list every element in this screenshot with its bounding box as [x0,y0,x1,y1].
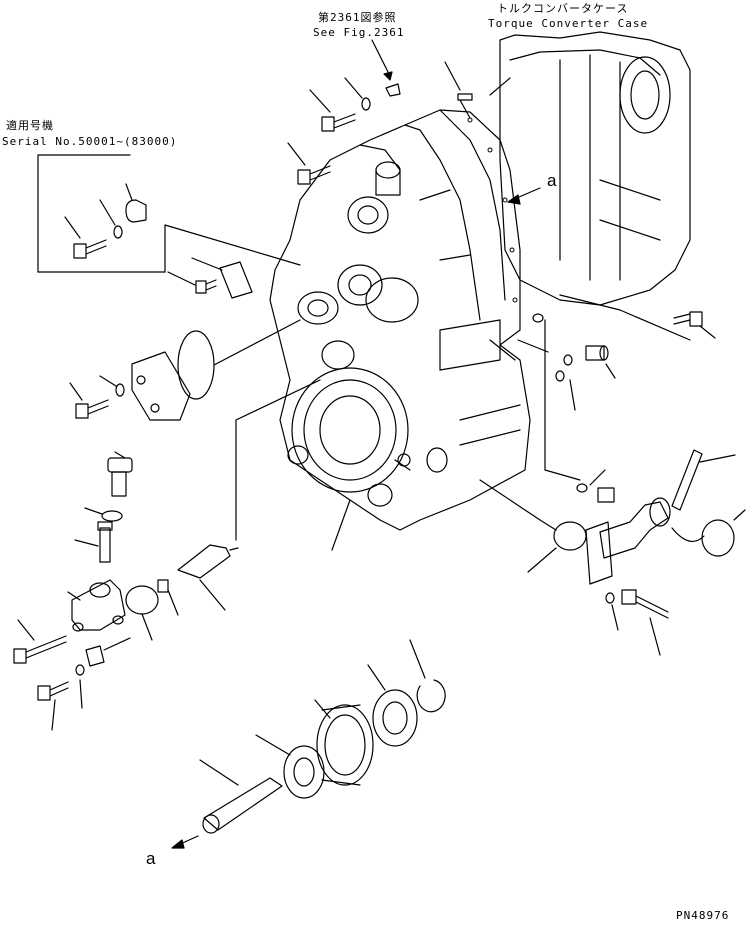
snap-ring [410,640,445,712]
plug [158,580,178,615]
clip-small [386,84,400,96]
oring-small [85,508,122,521]
serial-clip [126,184,146,222]
dowel-pin [445,62,472,100]
right-bolt-top [560,295,715,340]
gear [315,700,373,785]
filler-pipe [586,498,670,584]
arrow-a-top [508,188,540,204]
pipe-bolt [622,590,668,655]
dipstick [672,450,735,510]
bracket-spacer [86,638,130,666]
part-number-label: PN48976 [676,909,730,922]
bracket-washer [76,665,84,708]
transmission-case [270,100,530,530]
cover-gasket [178,320,300,399]
serial-washer [100,200,122,238]
fig-ref-jp-label: 第2361図参照 [318,11,397,24]
bearing-2 [368,665,417,746]
filler-cap [672,510,745,556]
top-bolt-2 [288,143,330,184]
fig-ref-en-label: See Fig.2361 [313,26,405,39]
top-washer-1 [345,78,370,110]
marker-a-bottom: a [146,849,156,868]
case-en-label: Torque Converter Case [488,17,649,30]
drain-plug [577,470,614,502]
arrow-a-bottom [172,836,198,848]
long-bolt [75,522,112,562]
fitting-elbow [108,452,132,496]
breather-plug [586,346,615,378]
bracket-bolt-1 [14,620,66,663]
plate-bolt [70,383,108,418]
bracket-bolt-2 [38,682,68,730]
marker-a-top: a [547,171,557,190]
serial-en-label: Serial No.50001~(83000) [2,135,178,148]
fig-ref-arrow [372,40,392,80]
shaft-pin [178,380,320,610]
serial-bolt [65,217,106,258]
serial-jp-label: 適用号機 [6,119,54,132]
plate-washer [100,376,124,396]
filter-bracket [68,580,125,631]
small-oring-right [545,320,580,480]
pipe-washer [606,593,618,630]
oring-large [126,586,158,640]
pipe-gasket [480,480,586,572]
serial-applicability-box [38,155,300,272]
pin-right [518,314,548,352]
cover-plate-large [132,352,190,420]
case-jp-label: トルクコンバータケース [497,2,629,15]
cover-bolt [168,272,216,293]
bearing-1 [256,735,324,798]
cover-plate-small [192,258,252,298]
shaft [200,760,282,833]
top-bolt-1 [310,90,355,131]
torque-converter-case [490,32,690,305]
